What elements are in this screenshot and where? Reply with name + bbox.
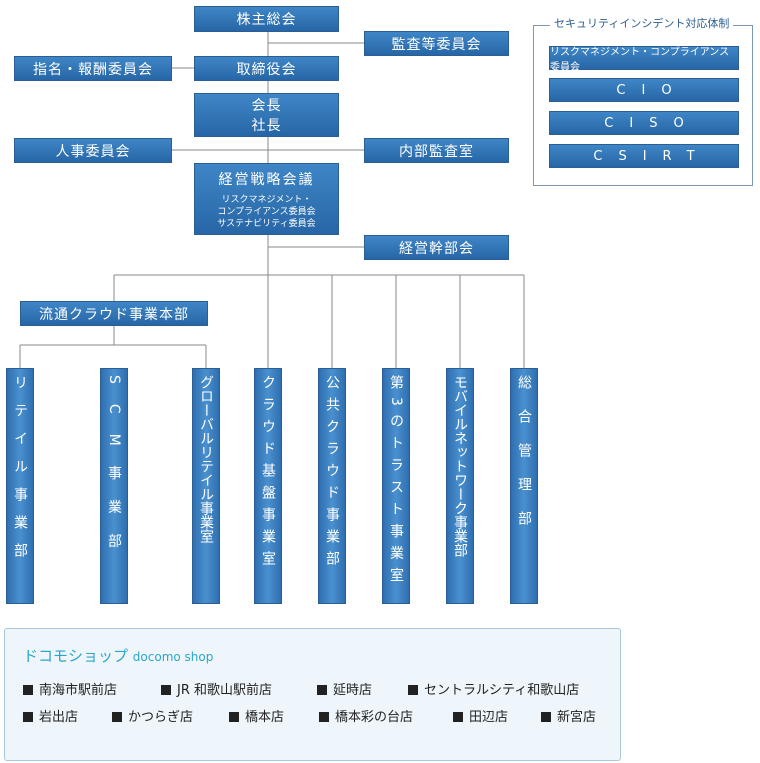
chairman-president-box: 会長 社長 xyxy=(194,93,339,137)
audit-committee-box: 監査等委員会 xyxy=(364,31,509,56)
bullet-square-icon xyxy=(23,712,33,722)
division-global-retail: グローバルリテイル事業室 xyxy=(192,368,220,604)
store-item: セントラルシティ和歌山店 xyxy=(408,679,579,698)
bullet-square-icon xyxy=(112,712,122,722)
division-scm: SCM事業部 xyxy=(100,368,128,604)
bullet-square-icon xyxy=(319,712,329,722)
bullet-square-icon xyxy=(317,685,327,695)
store-item: 岩出店 xyxy=(23,706,78,725)
security-risk-committee-box: リスクマネジメント・コンプライアンス委員会 xyxy=(549,46,739,73)
bullet-square-icon xyxy=(161,685,171,695)
security-ciso-box: CISO xyxy=(549,111,739,135)
bullet-square-icon xyxy=(23,685,33,695)
store-item: 新宮店 xyxy=(541,706,596,725)
division-cloud-infra: クラウド基盤事業室 xyxy=(254,368,282,604)
management-strategy-box: 経営戦略会議 リスクマネジメント・ コンプライアンス委員会 サステナビリティ委員… xyxy=(194,163,339,235)
division-mobile-network: モバイルネットワーク事業部 xyxy=(446,368,474,604)
bullet-square-icon xyxy=(229,712,239,722)
division-third-trust: 第3のトラスト事業室 xyxy=(382,368,410,604)
shop-title: ドコモショップ docomo shop xyxy=(23,647,214,665)
division-public-cloud: 公共クラウド事業部 xyxy=(318,368,346,604)
docomo-shop-panel: ドコモショップ docomo shop 南海市駅前店 JR 和歌山駅前店 延時店… xyxy=(4,628,621,761)
store-item: かつらぎ店 xyxy=(112,706,193,725)
nomination-committee-box: 指名・報酬委員会 xyxy=(14,56,172,81)
division-general-admin: 総合管理部 xyxy=(510,368,538,604)
security-incident-title: セキュリティインシデント対応体制 xyxy=(550,15,734,31)
store-item: 延時店 xyxy=(317,679,372,698)
store-item: 橋本彩の台店 xyxy=(319,706,413,725)
store-item: JR 和歌山駅前店 xyxy=(161,679,272,698)
hr-committee-box: 人事委員会 xyxy=(14,138,172,163)
internal-audit-box: 内部監査室 xyxy=(364,138,509,163)
bullet-square-icon xyxy=(408,685,418,695)
security-csirt-box: CSIRT xyxy=(549,144,739,168)
board-box: 取締役会 xyxy=(194,56,339,81)
store-item: 橋本店 xyxy=(229,706,284,725)
distribution-cloud-hq-box: 流通クラウド事業本部 xyxy=(20,301,208,326)
security-cio-box: CIO xyxy=(549,78,739,102)
executive-committee-box: 経営幹部会 xyxy=(364,235,509,260)
division-retail: リテイル事業部 xyxy=(6,368,34,604)
shareholders-meeting-box: 株主総会 xyxy=(194,6,339,32)
bullet-square-icon xyxy=(453,712,463,722)
bullet-square-icon xyxy=(541,712,551,722)
store-item: 南海市駅前店 xyxy=(23,679,117,698)
store-item: 田辺店 xyxy=(453,706,508,725)
